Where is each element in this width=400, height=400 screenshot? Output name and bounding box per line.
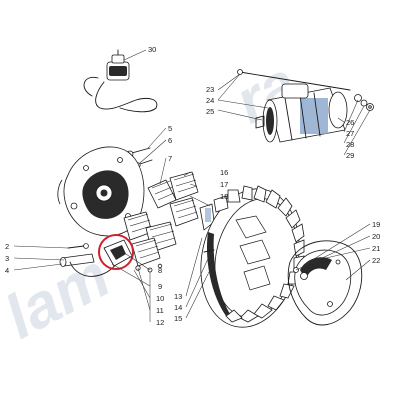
- callout-19: 19: [372, 220, 380, 229]
- callout-14: 14: [174, 303, 182, 312]
- callout-4: 4: [5, 266, 9, 275]
- callout-3: 3: [5, 254, 9, 263]
- callout-22: 22: [372, 256, 380, 265]
- part-contact-breaker-highlighted: [98, 234, 163, 273]
- callout-27: 27: [346, 129, 354, 138]
- callout-17: 17: [220, 180, 228, 189]
- part-flywheel: [200, 185, 305, 328]
- part-starter-motor: [237, 69, 374, 143]
- callout-26: 26: [346, 118, 354, 127]
- callout-25: 25: [206, 107, 214, 116]
- part-cover-gasket: [287, 240, 363, 326]
- part-coils: [123, 171, 215, 267]
- callout-16: 16: [220, 168, 228, 177]
- callout-12: 12: [156, 318, 164, 327]
- callout-29: 29: [346, 151, 354, 160]
- callout-18: 18: [220, 192, 228, 201]
- callout-6: 6: [168, 136, 172, 145]
- callout-21: 21: [372, 244, 380, 253]
- callout-28: 28: [346, 140, 354, 149]
- callout-20: 20: [372, 232, 380, 241]
- highlight-ring: [98, 234, 134, 270]
- callout-labels: 30 23 24 25 26 27 28 29 5 6 7 16 17 18 2…: [5, 45, 380, 327]
- part-switch-with-cable: [83, 49, 158, 113]
- callout-5: 5: [168, 124, 172, 133]
- callout-23: 23: [206, 85, 214, 94]
- leader-lines: [13, 49, 371, 322]
- callout-10: 10: [156, 294, 164, 303]
- part-stator-plate: [57, 146, 145, 237]
- callout-15: 15: [174, 314, 182, 323]
- callout-9: 9: [158, 282, 162, 291]
- callout-7: 7: [168, 154, 172, 163]
- callout-13: 13: [174, 292, 182, 301]
- callout-30: 30: [148, 45, 156, 54]
- callout-24: 24: [206, 96, 214, 105]
- callout-2: 2: [5, 242, 9, 251]
- callout-11: 11: [156, 306, 164, 315]
- callout-8: 8: [158, 266, 162, 275]
